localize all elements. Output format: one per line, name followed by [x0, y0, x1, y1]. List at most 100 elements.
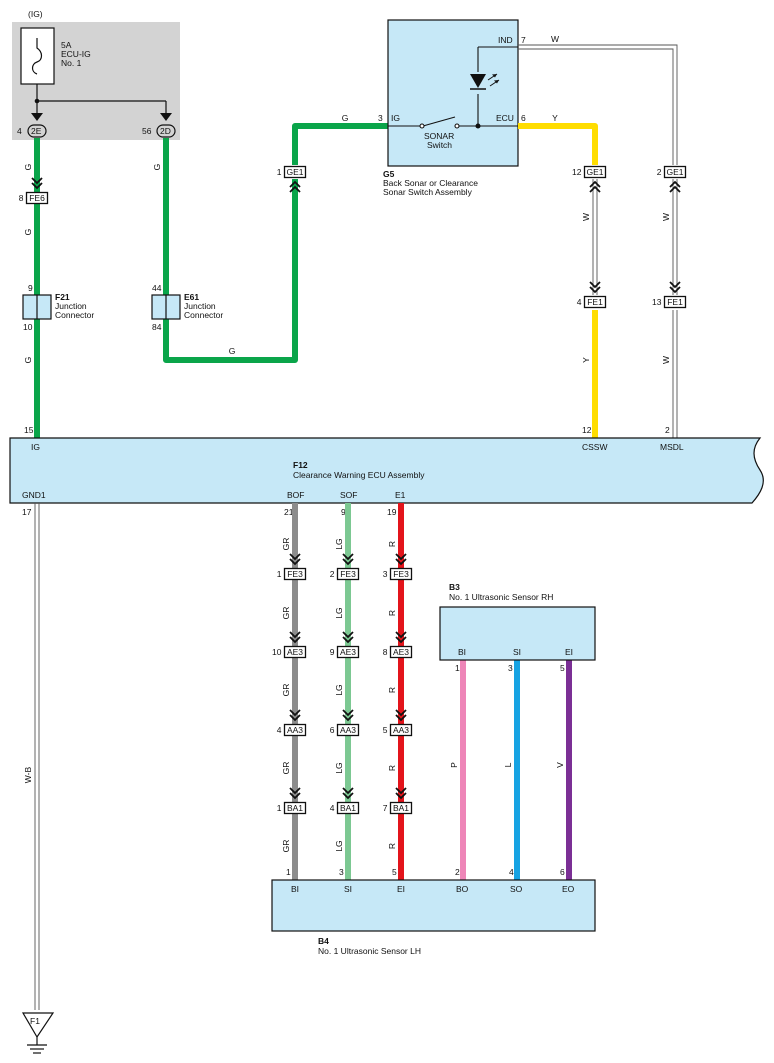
connector-chevron-icon — [289, 787, 301, 800]
connector-box — [283, 801, 307, 815]
inline-connector-FE1-4: FE1 4 — [577, 281, 607, 309]
connector-pin: 2 — [657, 167, 662, 177]
connector-name: BA1 — [340, 803, 356, 813]
switch-internal — [388, 46, 518, 129]
connector-pin: 5 — [383, 725, 388, 735]
ecu-id: F12 — [293, 460, 308, 470]
connector-box — [283, 165, 307, 179]
sensor-lh-name: No. 1 Ultrasonic Sensor LH — [318, 946, 421, 956]
wire-g-to-switch — [292, 123, 388, 165]
connector-pin: 4 — [330, 803, 335, 813]
connector-pin: 7 — [383, 803, 388, 813]
wire-color-label: V — [555, 762, 565, 768]
junction-line2: Connector — [184, 310, 223, 320]
inline-connector-FE1-13: FE1 13 — [652, 281, 687, 309]
connector-chevron-icon — [342, 709, 354, 722]
connector-name: AA3 — [393, 725, 409, 735]
fuse-pin-2D: 56 2D — [142, 113, 176, 138]
fuse-holder — [20, 27, 55, 85]
connector-name: AE3 — [287, 647, 303, 657]
ecu-pin-ig: 15 — [24, 425, 34, 435]
connector-name: AE3 — [393, 647, 409, 657]
wire-color-label: W — [661, 356, 671, 364]
wire-color-label: G — [152, 164, 162, 171]
wire-color-label: W — [581, 213, 591, 221]
connector-pin: 4 — [577, 297, 582, 307]
switch-assembly-box — [387, 19, 519, 167]
connector-pin: 6 — [330, 725, 335, 735]
inline-connector-BA1-7: BA1 7 — [383, 787, 413, 815]
wire-group-green — [34, 123, 388, 438]
wire-color-label: GR — [281, 684, 291, 697]
connector-name: FE3 — [340, 569, 356, 579]
connector-chevron-icon — [395, 709, 407, 722]
connector-chevron-icon — [289, 631, 301, 644]
connector-pin: 1 — [277, 167, 282, 177]
ecu-pin-gnd1: 17 — [22, 507, 32, 517]
sensor-rh-terminal-bi: BI — [458, 647, 466, 657]
wire-color-label: W-B — [23, 766, 33, 783]
fuse-pin-number: 56 — [142, 126, 152, 136]
junction-line2: Connector — [55, 310, 94, 320]
junction-connector-e61: 44 84 E61 Junction Connector — [151, 283, 223, 332]
connector-name: FE3 — [393, 569, 409, 579]
wire-color-label: LG — [334, 684, 344, 695]
wire-color-label: L — [503, 762, 513, 767]
ecu-box — [9, 437, 764, 504]
wire-color-label: GR — [281, 762, 291, 775]
switch-label-1: SONAR — [424, 131, 454, 141]
connector-box — [336, 567, 360, 581]
junction-pin-out: 10 — [23, 322, 33, 332]
junction-connector-f21: 9 10 F21 Junction Connector — [22, 283, 94, 332]
sensor-rh-terminal-ei: EI — [565, 647, 573, 657]
sensor-lh-pin-eo: 6 — [560, 867, 565, 877]
wire-color-label: LG — [334, 762, 344, 773]
fuse-icon — [31, 38, 43, 75]
wire-color-label: G — [23, 229, 33, 236]
sensor-rh-terminal-si: SI — [513, 647, 521, 657]
connector-box — [389, 801, 413, 815]
connector-chevron-icon — [669, 180, 681, 193]
wire-color-label: R — [387, 843, 397, 849]
wire-color-label: G — [229, 346, 236, 356]
connector-name: FE1 — [587, 297, 603, 307]
connector-chevron-icon — [589, 281, 601, 294]
switch-pin-ecu: 6 — [521, 113, 526, 123]
junction-pin-out: 84 — [152, 322, 162, 332]
connector-chevron-icon — [342, 631, 354, 644]
sensor-lh-terminal-si: SI — [344, 884, 352, 894]
fuse-pin-number: 4 — [17, 126, 22, 136]
switch-label-2: Switch — [427, 140, 452, 150]
connector-chevron-icon — [342, 787, 354, 800]
connector-box — [583, 165, 607, 179]
junction-id: F21 — [55, 292, 70, 302]
wire-color-label: R — [387, 541, 397, 547]
ecu-pin-msdl: 2 — [665, 425, 670, 435]
ecu-pin-e1: 19 — [387, 507, 397, 517]
wire-wb — [34, 503, 40, 1010]
sensor-lh-pin-si: 3 — [339, 867, 344, 877]
connector-name: BA1 — [393, 803, 409, 813]
connector-box — [389, 723, 413, 737]
sensor-lh-id: B4 — [318, 936, 329, 946]
ecu-pin-sof: 9 — [341, 507, 346, 517]
fuse-pin-connector: 2D — [160, 126, 171, 136]
connector-pin: 13 — [652, 297, 662, 307]
connector-name: FE3 — [287, 569, 303, 579]
sensor-rh-id: B3 — [449, 582, 460, 592]
wire-color-label: GR — [281, 840, 291, 853]
connector-name: FE1 — [667, 297, 683, 307]
ecu-pin-bof: 21 — [284, 507, 294, 517]
connector-box — [283, 567, 307, 581]
sensor-lh-box — [271, 879, 596, 932]
wire-color-label: LG — [334, 840, 344, 851]
junction-pin-in: 44 — [152, 283, 162, 293]
